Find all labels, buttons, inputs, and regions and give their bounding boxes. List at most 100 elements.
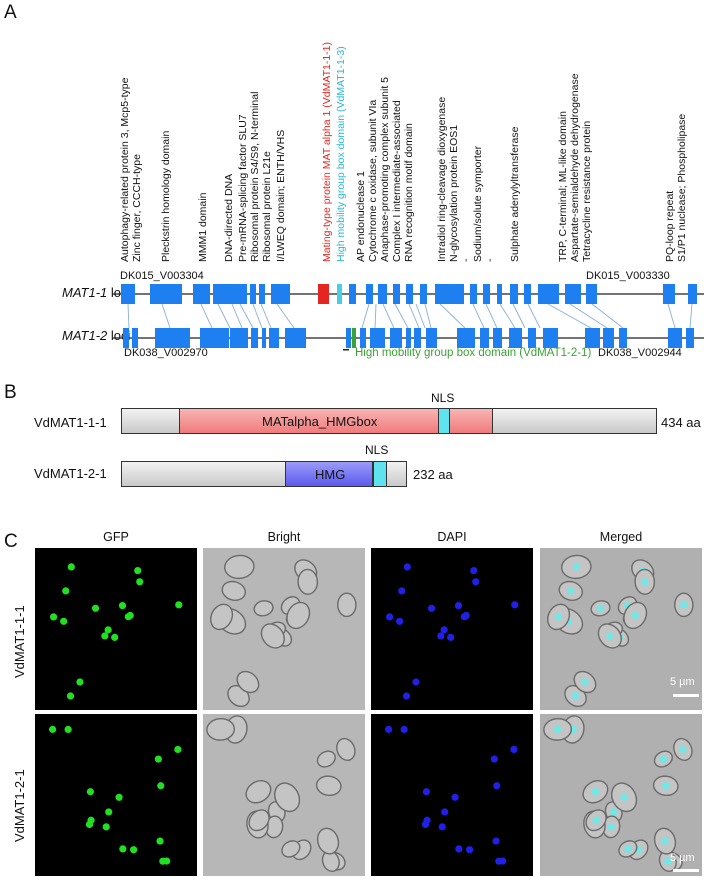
nucleus-spot <box>581 678 588 685</box>
gene-block <box>528 328 536 348</box>
nucleus-spot <box>386 613 393 620</box>
gene-block <box>619 328 627 348</box>
nucleus-spot <box>385 726 392 733</box>
nucleus-spot <box>573 563 580 570</box>
gene-block <box>483 284 490 304</box>
nucleus-spot <box>127 612 134 619</box>
nucleus-spot <box>466 846 473 853</box>
nucleus-spot <box>403 692 410 699</box>
nucleus-spot <box>555 613 562 620</box>
ortholog-connector <box>500 304 515 328</box>
nucleus-spot <box>679 746 686 753</box>
nls-box-mat12 <box>373 461 387 487</box>
ortholog-connector <box>690 304 692 328</box>
nucleus-spot <box>554 726 561 733</box>
gene-block <box>213 284 247 304</box>
ortholog-connector <box>232 304 242 328</box>
gene-block <box>406 328 411 348</box>
nucleus-spot <box>87 788 94 795</box>
gene-block <box>346 328 351 348</box>
nucleus-spot <box>470 567 477 574</box>
gene-block <box>688 284 697 304</box>
ortholog-connector <box>395 304 408 328</box>
ortholog-connector <box>548 304 591 328</box>
protein-bar-mat12: HMG <box>121 461 407 487</box>
gene-block <box>193 284 210 304</box>
gene-block-mat_alpha <box>318 284 329 304</box>
nucleus-spot <box>423 788 430 795</box>
nucleus-spot <box>159 858 166 865</box>
hmg-green-label: High mobility group box domain (VdMAT1-2… <box>355 347 591 359</box>
column-header-gfp: GFP <box>35 530 197 544</box>
nucleus-spot <box>455 845 462 852</box>
gene-block <box>370 328 385 348</box>
loci-diagram <box>0 0 708 380</box>
nucleus-spot <box>404 563 411 570</box>
nucleus-spot <box>463 612 470 619</box>
gene-block <box>426 328 437 348</box>
gene-block <box>121 284 135 304</box>
cell-outline <box>220 579 248 603</box>
gene-block <box>435 284 464 304</box>
nucleus-spot <box>62 587 69 594</box>
nucleus-spot <box>115 794 122 801</box>
gene-block <box>269 328 279 348</box>
nucleus-spot <box>439 823 446 830</box>
nucleus-spot <box>620 794 627 801</box>
nucleus-spot <box>632 612 639 619</box>
ortholog-connector <box>570 304 607 328</box>
gene-block <box>470 284 477 304</box>
gene-block-hmg_cyan <box>337 284 342 304</box>
protein-name-mat12: VdMAT1-2-1 <box>34 466 107 481</box>
nucleus-spot <box>67 692 74 699</box>
gene-block <box>378 284 387 304</box>
cell-outline <box>334 736 358 763</box>
gene-block <box>132 328 138 348</box>
domain-hmg-label: HMG <box>315 467 345 482</box>
gene-block <box>271 284 290 304</box>
gene-block <box>543 328 558 348</box>
ortholog-connector <box>375 304 376 328</box>
gene-block <box>585 328 600 348</box>
gene-block <box>390 328 402 348</box>
small-dash-mark <box>343 349 349 351</box>
gene-block <box>565 284 581 304</box>
scale-bar-row2 <box>673 869 699 872</box>
nucleus-spot <box>606 632 613 639</box>
ortholog-connector <box>440 304 465 328</box>
nucleus-spot <box>572 692 579 699</box>
cell-outline <box>315 748 338 770</box>
nucleus-spot <box>455 602 462 609</box>
gene-block <box>200 328 229 348</box>
nucleus-spot <box>136 578 143 585</box>
gene-block <box>360 328 366 348</box>
image-dapi-row1 <box>371 548 533 710</box>
nucleus-spot <box>134 567 141 574</box>
nucleus-spot <box>49 726 56 733</box>
nucleus-spot <box>103 823 110 830</box>
image-merged-row2: 5 µm <box>540 714 702 876</box>
nucleus-spot <box>437 632 444 639</box>
nls-label-mat12: NLS <box>365 443 388 457</box>
gene-block <box>393 284 400 304</box>
image-bright-row2 <box>203 714 365 876</box>
nucleus-spot <box>155 755 162 762</box>
ortholog-connector <box>425 304 431 328</box>
gene-block <box>510 284 518 304</box>
gene-block <box>686 328 694 348</box>
nucleus-spot <box>398 587 405 594</box>
ortholog-connector <box>473 304 484 328</box>
nucleus-spot <box>105 808 112 815</box>
nucleus-spot <box>111 634 118 641</box>
nucleus-spot <box>492 837 499 844</box>
cell-outline <box>224 554 255 579</box>
nucleus-spot <box>451 794 458 801</box>
nucleus-spot <box>60 618 67 625</box>
gene-block <box>123 328 129 348</box>
locus-bottom-right: DK038_V002944 <box>598 347 682 359</box>
gene-block <box>603 328 614 348</box>
cell-outline <box>253 599 275 618</box>
column-header-dapi: DAPI <box>371 530 533 544</box>
gene-block <box>285 328 306 348</box>
row-label-vdmat121: VdMAT1-2-1 <box>12 769 27 842</box>
